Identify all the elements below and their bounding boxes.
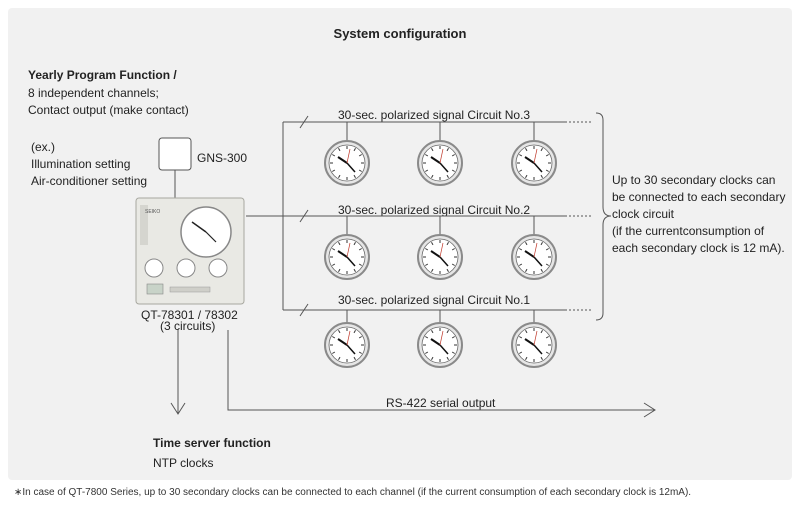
master-model-label: QT-78301 / 78302 bbox=[141, 308, 238, 322]
secondary-clocks-group bbox=[324, 140, 557, 368]
time-server-sub: NTP clocks bbox=[153, 456, 214, 470]
example-line3: Air-conditioner setting bbox=[31, 174, 148, 188]
secondary-clock bbox=[511, 322, 557, 368]
secondary-clock bbox=[324, 234, 370, 280]
secondary-clock bbox=[324, 140, 370, 186]
circuit-label-3: 30-sec. polarized signal Circuit No.3 bbox=[338, 108, 531, 122]
footnote: ∗In case of QT-7800 Series, up to 30 sec… bbox=[14, 487, 692, 498]
master-circuits-label: (3 circuits) bbox=[160, 319, 216, 333]
secondary-clock bbox=[417, 322, 463, 368]
note-line2: be connected to each secondary bbox=[612, 190, 786, 204]
note-line4: (if the currentconsumption of bbox=[612, 224, 765, 238]
page-title: System configuration bbox=[333, 26, 467, 41]
secondary-clock bbox=[417, 234, 463, 280]
note-line1: Up to 30 secondary clocks can bbox=[612, 173, 776, 187]
yearly-line1: 8 independent channels; bbox=[28, 86, 159, 100]
note-line3: clock circuit bbox=[612, 207, 675, 221]
master-brand-text: SEIKO bbox=[145, 209, 160, 215]
circuit-label-2: 30-sec. polarized signal Circuit No.2 bbox=[338, 203, 531, 217]
ntp-arrow-head bbox=[170, 402, 186, 415]
rs422-arrow-head bbox=[643, 402, 656, 418]
circuit-label-1: 30-sec. polarized signal Circuit No.1 bbox=[338, 293, 531, 307]
note-line5: each secondary clock is 12 mA). bbox=[612, 241, 785, 255]
secondary-clock bbox=[324, 322, 370, 368]
yearly-heading: Yearly Program Function / bbox=[28, 68, 177, 82]
example-line2: Illumination setting bbox=[31, 157, 131, 171]
secondary-clock bbox=[511, 234, 557, 280]
secondary-clock bbox=[511, 140, 557, 186]
yearly-line2: Contact output (make contact) bbox=[28, 103, 189, 117]
secondary-clock bbox=[417, 140, 463, 186]
gns-300-box bbox=[158, 137, 192, 171]
gns-label: GNS-300 bbox=[197, 151, 248, 165]
rs422-label: RS-422 serial output bbox=[386, 396, 496, 410]
time-server-heading: Time server function bbox=[153, 436, 271, 450]
rs422-arrow-line bbox=[227, 330, 655, 411]
example-line1: (ex.) bbox=[31, 140, 55, 154]
master-clock-unit: SEIKO bbox=[135, 197, 245, 305]
grouping-brace bbox=[595, 112, 612, 321]
